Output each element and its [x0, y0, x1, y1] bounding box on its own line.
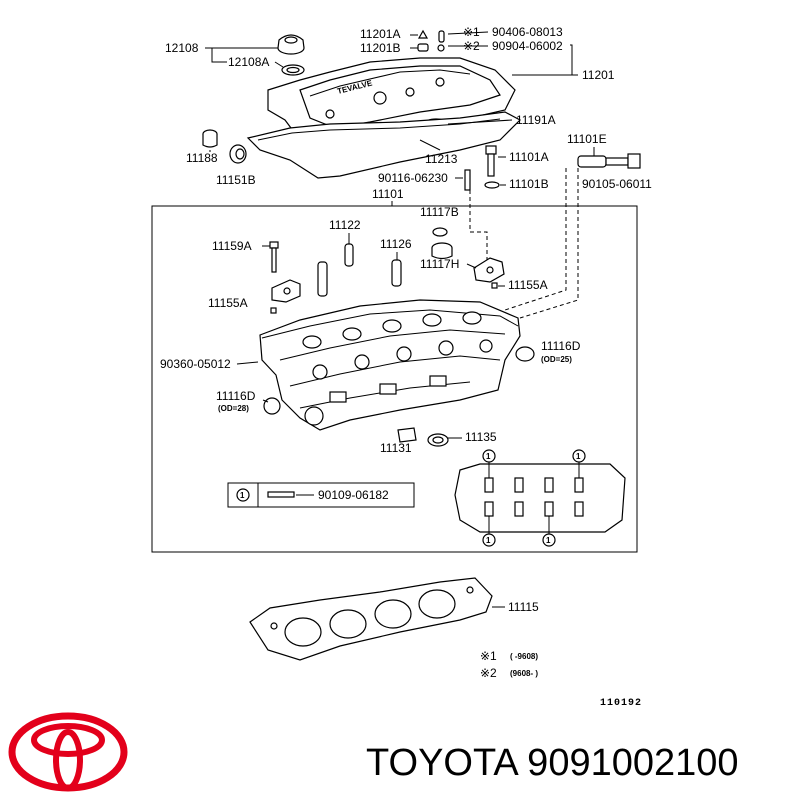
- label-11101A: 11101A: [509, 150, 549, 164]
- brand-part-number: TOYOTA 9091002100: [366, 742, 739, 784]
- clip-11155A-left: [270, 307, 277, 314]
- label-11126: 11126: [380, 237, 412, 251]
- label-90105: 90105-06011: [582, 177, 652, 191]
- label-90360: 90360-05012: [160, 357, 231, 371]
- washer-small: [437, 30, 445, 52]
- label-11135: 11135: [465, 430, 497, 444]
- sensor-11101E: [577, 153, 641, 169]
- label-11122: 11122: [329, 218, 361, 232]
- plug-11116D-left: [263, 397, 281, 415]
- head-gasket: [249, 577, 493, 661]
- circle-marker-label: 1: [486, 452, 491, 461]
- plug-11188: [202, 129, 218, 148]
- label-11101E: 11101E: [567, 132, 607, 146]
- bolt-11101A: [485, 145, 497, 177]
- label-11116D-right: 11116D: [541, 339, 581, 353]
- legend-box: [227, 482, 415, 508]
- legend-number: 1: [240, 491, 245, 500]
- footnote-1-mark: ※1: [480, 649, 497, 663]
- note-2-part: 90904-06002: [492, 39, 563, 53]
- footnote-1-range: ( -9608): [510, 652, 538, 661]
- legend-part: 90109-06182: [318, 488, 389, 502]
- diagram-code: 110192: [600, 698, 642, 709]
- grommet-11201A: [417, 29, 429, 52]
- label-11155A-right: 11155A: [508, 278, 548, 292]
- label-11201A: 11201A: [360, 27, 400, 41]
- bracket-11155A: [271, 279, 301, 303]
- seal-11135: [427, 433, 449, 447]
- label-12108A: 12108A: [228, 55, 269, 69]
- circle-marker-label: 1: [546, 536, 551, 545]
- label-12108: 12108: [165, 41, 199, 55]
- seal-11151B: [229, 144, 247, 164]
- label-90116: 90116-06230: [378, 171, 448, 185]
- label-11101: 11101: [372, 187, 404, 201]
- note-1-mark: ※1: [463, 25, 480, 39]
- circle-marker-label: 1: [576, 452, 581, 461]
- circle-marker: 1 1 1 1: [482, 449, 586, 547]
- label-11117H: 11117H: [420, 257, 459, 271]
- label-11201B: 11201B: [360, 41, 400, 55]
- bolt-11159A: [269, 241, 279, 273]
- label-11115: 11115: [508, 600, 539, 614]
- label-11116D-left: 11116D: [216, 389, 256, 403]
- assembly-frame: [151, 205, 638, 553]
- footnote-2-mark: ※2: [480, 666, 497, 680]
- note-1-part: 90406-08013: [492, 25, 563, 39]
- oil-filler-cap: [277, 34, 305, 76]
- label-11213: 11213: [425, 152, 458, 166]
- seal-11131: [397, 427, 417, 443]
- dowel-11122: [317, 243, 354, 297]
- label-11191A: 11191A: [516, 113, 556, 127]
- stud-90116: [464, 169, 471, 191]
- label-11131: 11131: [380, 441, 412, 455]
- cylinder-head: [259, 299, 521, 431]
- bracket-11117H: [473, 257, 505, 283]
- head-bolt-plate: [454, 463, 626, 533]
- label-11159A: 11159A: [212, 239, 252, 253]
- footnote-2-range: (9608- ): [510, 669, 538, 678]
- label-11117B: 11117B: [420, 205, 459, 219]
- label-11101B: 11101B: [509, 177, 549, 191]
- label-11188: 11188: [186, 151, 218, 165]
- label-od25: (OD=25): [541, 355, 572, 364]
- plug-11116D-right: [515, 346, 535, 362]
- toyota-logo: [8, 712, 128, 792]
- cap-11117B: [431, 227, 453, 260]
- pin-11126: [391, 259, 402, 287]
- label-11151B: 11151B: [216, 173, 256, 187]
- label-11155A-left: 11155A: [208, 296, 248, 310]
- washer-11101B: [484, 181, 500, 189]
- circle-marker-label: 1: [486, 536, 491, 545]
- clip-11155A-right: [491, 282, 498, 289]
- label-11201: 11201: [582, 68, 615, 82]
- label-od28: (OD=28): [218, 404, 249, 413]
